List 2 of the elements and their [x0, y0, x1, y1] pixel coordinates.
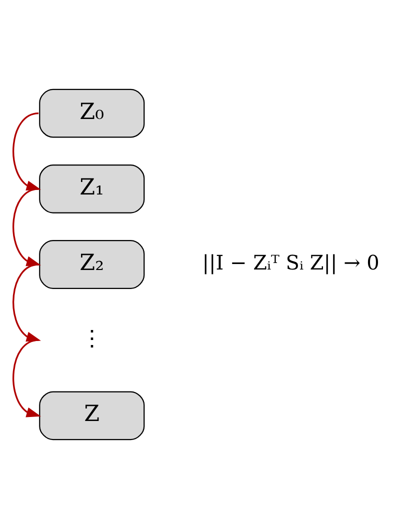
node-text: ⋮	[80, 326, 103, 352]
label: ||I − Zᵢᵀ Sᵢ Z|| → 0	[202, 250, 380, 274]
